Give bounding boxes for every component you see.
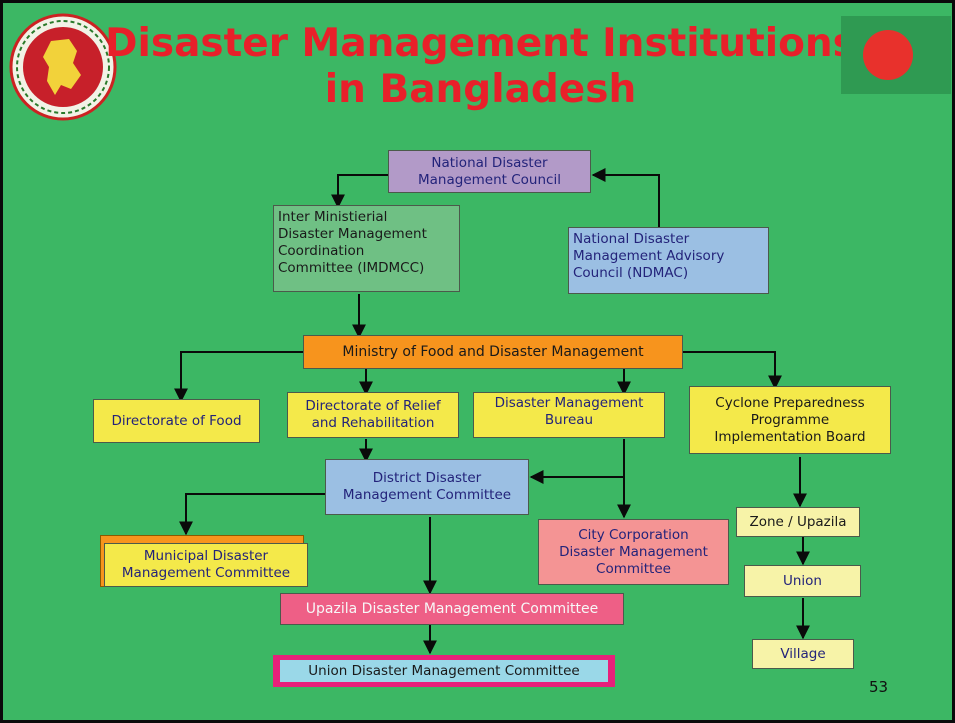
connector-lines xyxy=(174,168,810,655)
upazila-disaster-management-committee-box: Upazila Disaster Management Committee xyxy=(280,593,624,625)
cpp-board-box: Cyclone Preparedness Programme Implement… xyxy=(689,386,891,454)
government-seal-icon xyxy=(9,13,117,121)
ndmac-box: National Disaster Management Advisory Co… xyxy=(568,227,769,294)
directorate-of-relief-box: Directorate of Relief and Rehabilitation xyxy=(287,392,459,438)
village-box: Village xyxy=(752,639,854,669)
bangladesh-flag-icon xyxy=(841,16,951,94)
imdmcc-box: Inter Ministierial Disaster Management C… xyxy=(273,205,460,292)
page-number: 53 xyxy=(869,678,889,696)
slide-title: Disaster Management Institutions in Bang… xyxy=(103,21,858,113)
disaster-management-bureau-box: Disaster Management Bureau xyxy=(473,392,665,438)
title-line-2: in Bangladesh xyxy=(324,67,637,112)
municipal-disaster-management-committee-box: Municipal Disaster Management Committee xyxy=(104,543,308,587)
title-line-1: Disaster Management Institutions xyxy=(105,21,856,66)
national-disaster-management-council-box: National Disaster Management Council xyxy=(388,150,591,193)
district-disaster-management-committee-box: District Disaster Management Committee xyxy=(325,459,529,515)
union-disaster-management-committee-label: Union Disaster Management Committee xyxy=(280,660,608,682)
ministry-box: Ministry of Food and Disaster Management xyxy=(303,335,683,369)
city-corporation-committee-box: City Corporation Disaster Management Com… xyxy=(538,519,729,585)
directorate-of-food-box: Directorate of Food xyxy=(93,399,260,443)
union-cpp-box: Union xyxy=(744,565,861,597)
zone-upazila-box: Zone / Upazila xyxy=(736,507,860,537)
